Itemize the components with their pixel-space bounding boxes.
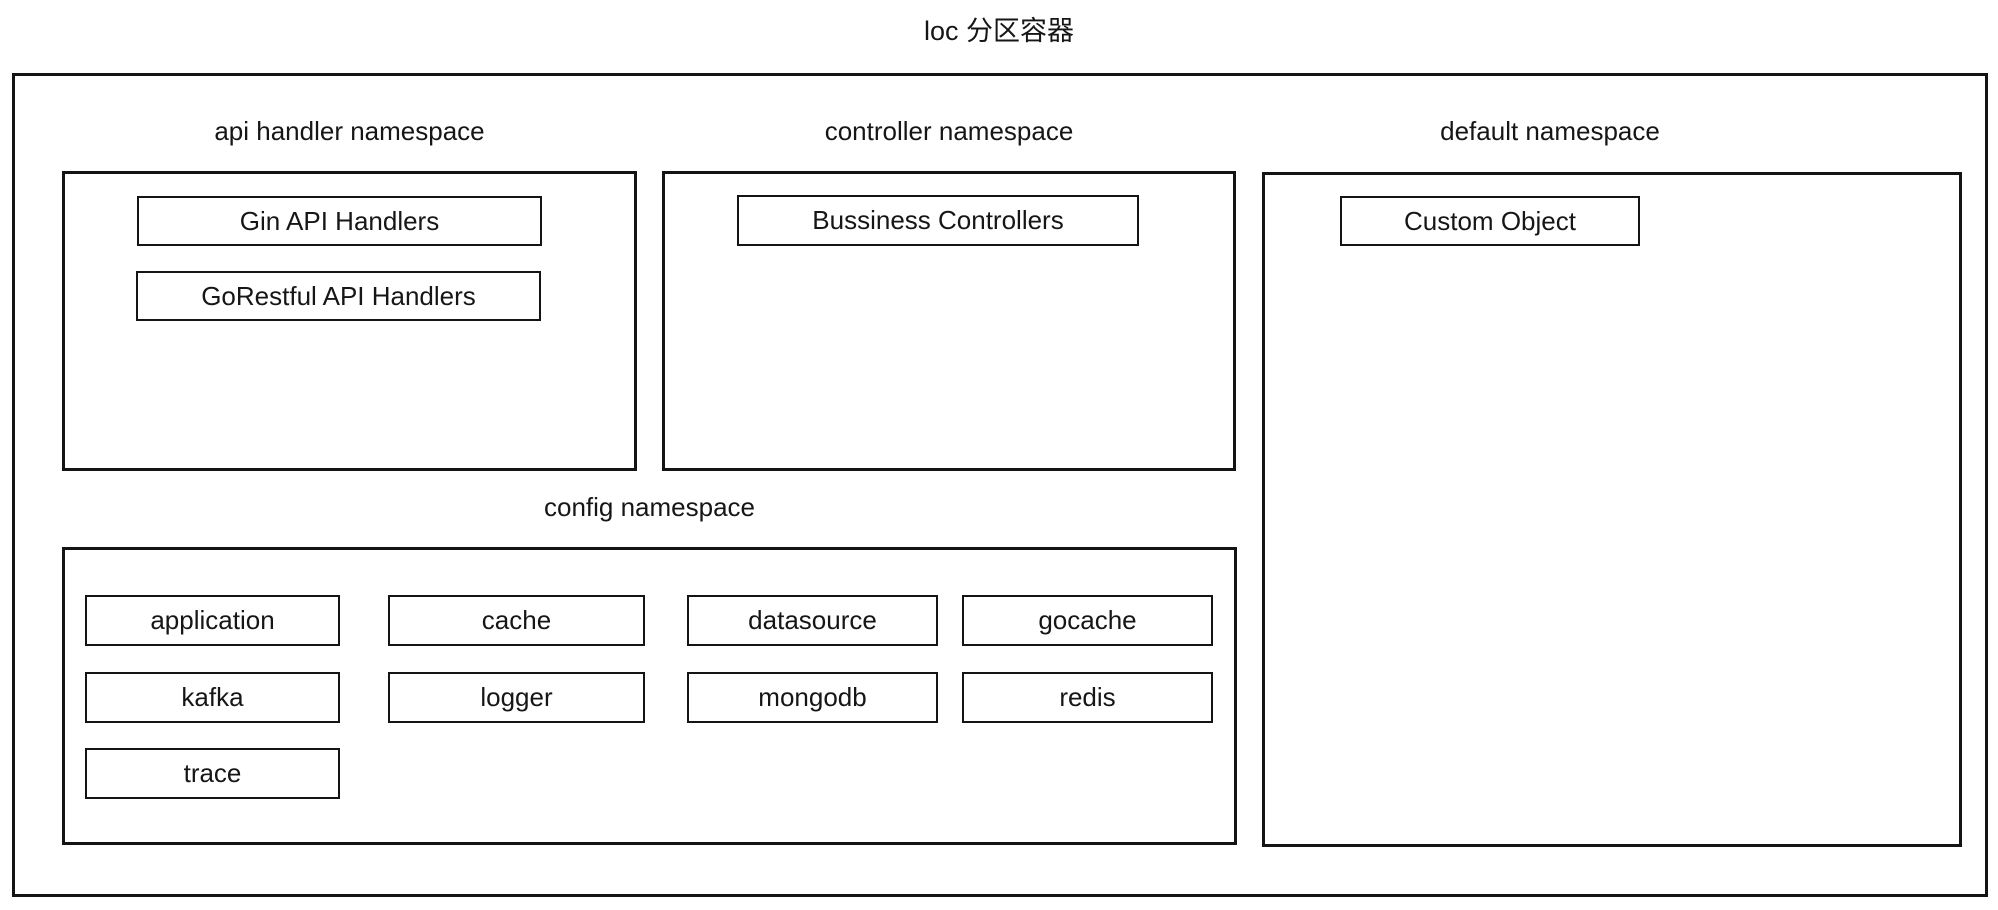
node-config-redis: redis: [962, 672, 1213, 723]
namespace-label-api-handler: api handler namespace: [214, 115, 485, 146]
namespace-label-default: default namespace: [1440, 115, 1660, 146]
node-config-application: application: [85, 595, 340, 646]
namespace-label-controller: controller namespace: [824, 115, 1074, 146]
node-config-datasource: datasource: [687, 595, 938, 646]
node-gin-api-handlers: Gin API Handlers: [137, 196, 542, 246]
node-config-trace: trace: [85, 748, 340, 799]
node-bussiness-controllers: Bussiness Controllers: [737, 195, 1139, 246]
node-config-gocache: gocache: [962, 595, 1213, 646]
node-config-kafka: kafka: [85, 672, 340, 723]
node-config-logger: logger: [388, 672, 645, 723]
node-config-mongodb: mongodb: [687, 672, 938, 723]
node-gorestful-api-handlers: GoRestful API Handlers: [136, 271, 541, 321]
namespace-label-config: config namespace: [543, 491, 756, 522]
namespace-box-default: [1262, 172, 1962, 847]
node-custom-object: Custom Object: [1340, 196, 1640, 246]
diagram-title: loc 分区容器: [923, 15, 1075, 46]
node-config-cache: cache: [388, 595, 645, 646]
